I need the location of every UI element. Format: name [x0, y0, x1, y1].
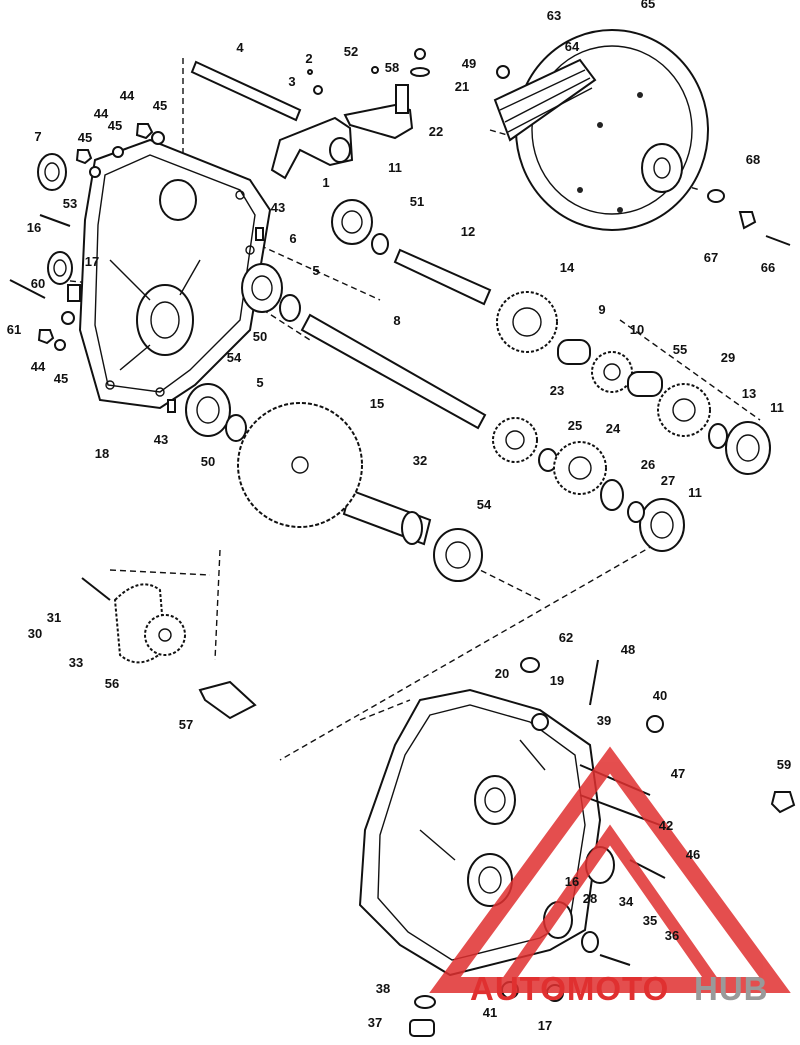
callout-42: 42 [659, 818, 673, 833]
callout-18: 18 [95, 446, 109, 461]
callout-30: 30 [28, 626, 42, 641]
callout-46: 46 [686, 847, 700, 862]
callout-67: 67 [704, 250, 718, 265]
clutch-assembly [493, 29, 791, 246]
callout-68: 68 [746, 152, 760, 167]
callout-39: 39 [597, 713, 611, 728]
callout-34: 34 [619, 894, 634, 909]
callout-60: 60 [31, 276, 45, 291]
callout-11-2: 11 [770, 400, 784, 415]
callout-labels: 1234556789101111111213141516161717181920… [7, 0, 791, 1033]
callout-43-2: 43 [154, 432, 168, 447]
callout-8: 8 [393, 313, 400, 328]
callout-6: 6 [289, 231, 296, 246]
callout-41: 41 [483, 1005, 497, 1020]
callout-38: 38 [376, 981, 390, 996]
callout-26: 26 [641, 457, 655, 472]
callout-66: 66 [761, 260, 775, 275]
callout-40: 40 [653, 688, 667, 703]
callout-9: 9 [598, 302, 605, 317]
callout-55: 55 [673, 342, 687, 357]
callout-16-2: 16 [565, 874, 579, 889]
callout-45-2: 45 [108, 118, 122, 133]
callout-23: 23 [550, 383, 564, 398]
callout-36: 36 [665, 928, 679, 943]
callout-50-2: 50 [201, 454, 215, 469]
callout-58: 58 [385, 60, 399, 75]
callout-48: 48 [621, 642, 635, 657]
bearings [185, 199, 771, 582]
callout-33: 33 [69, 655, 83, 670]
callout-59: 59 [777, 757, 791, 772]
callout-7: 7 [34, 129, 41, 144]
watermark-brand-part2: HUB [694, 970, 769, 1007]
callout-49: 49 [462, 56, 476, 71]
callout-57: 57 [179, 717, 193, 732]
callout-62: 62 [559, 630, 573, 645]
callout-11-3: 11 [688, 485, 702, 500]
callout-17: 17 [85, 254, 99, 269]
callout-5-2: 5 [256, 375, 263, 390]
callout-45-4: 45 [54, 371, 68, 386]
callout-20: 20 [495, 666, 509, 681]
callout-13: 13 [742, 386, 756, 401]
callout-50: 50 [253, 329, 267, 344]
watermark-brand-part1: AUTOMOTO [470, 970, 669, 1007]
callout-15: 15 [370, 396, 384, 411]
callout-35: 35 [643, 913, 657, 928]
callout-47: 47 [671, 766, 685, 781]
callout-1: 1 [322, 175, 329, 190]
callout-5: 5 [312, 263, 319, 278]
callout-16: 16 [27, 220, 41, 235]
callout-54-2: 54 [477, 497, 492, 512]
callout-44-3: 44 [31, 359, 46, 374]
callout-2: 2 [305, 51, 312, 66]
callout-37: 37 [368, 1015, 382, 1030]
callout-10: 10 [630, 322, 644, 337]
callout-19: 19 [550, 673, 564, 688]
shafts [300, 248, 492, 546]
callout-29: 29 [721, 350, 735, 365]
callout-64: 64 [565, 39, 580, 54]
left-small-parts [9, 123, 264, 413]
callout-61: 61 [7, 322, 21, 337]
callout-12: 12 [461, 224, 475, 239]
callout-56: 56 [105, 676, 119, 691]
callout-17-2: 17 [538, 1018, 552, 1033]
callout-4: 4 [236, 40, 244, 55]
callout-3: 3 [288, 74, 295, 89]
shift-assembly [190, 48, 430, 180]
callout-63: 63 [547, 8, 561, 23]
callout-45: 45 [78, 130, 92, 145]
callout-24: 24 [606, 421, 621, 436]
callout-22: 22 [429, 124, 443, 139]
callout-52: 52 [344, 44, 358, 59]
callout-44: 44 [94, 106, 109, 121]
callout-44-2: 44 [120, 88, 135, 103]
callout-65: 65 [641, 0, 655, 11]
callout-25: 25 [568, 418, 582, 433]
gears [237, 291, 711, 528]
watermark-logo [429, 746, 791, 993]
callout-14: 14 [560, 260, 575, 275]
chain-sprocket [81, 577, 257, 720]
callout-43: 43 [271, 200, 285, 215]
left-case-cover [78, 138, 272, 410]
callout-21: 21 [455, 79, 469, 94]
callout-27: 27 [661, 473, 675, 488]
callout-54: 54 [227, 350, 242, 365]
callout-28: 28 [583, 891, 597, 906]
callout-45-3: 45 [153, 98, 167, 113]
callout-32: 32 [413, 453, 427, 468]
callout-31: 31 [47, 610, 61, 625]
callout-11: 11 [388, 160, 402, 175]
callout-53: 53 [63, 196, 77, 211]
callout-51: 51 [410, 194, 424, 209]
